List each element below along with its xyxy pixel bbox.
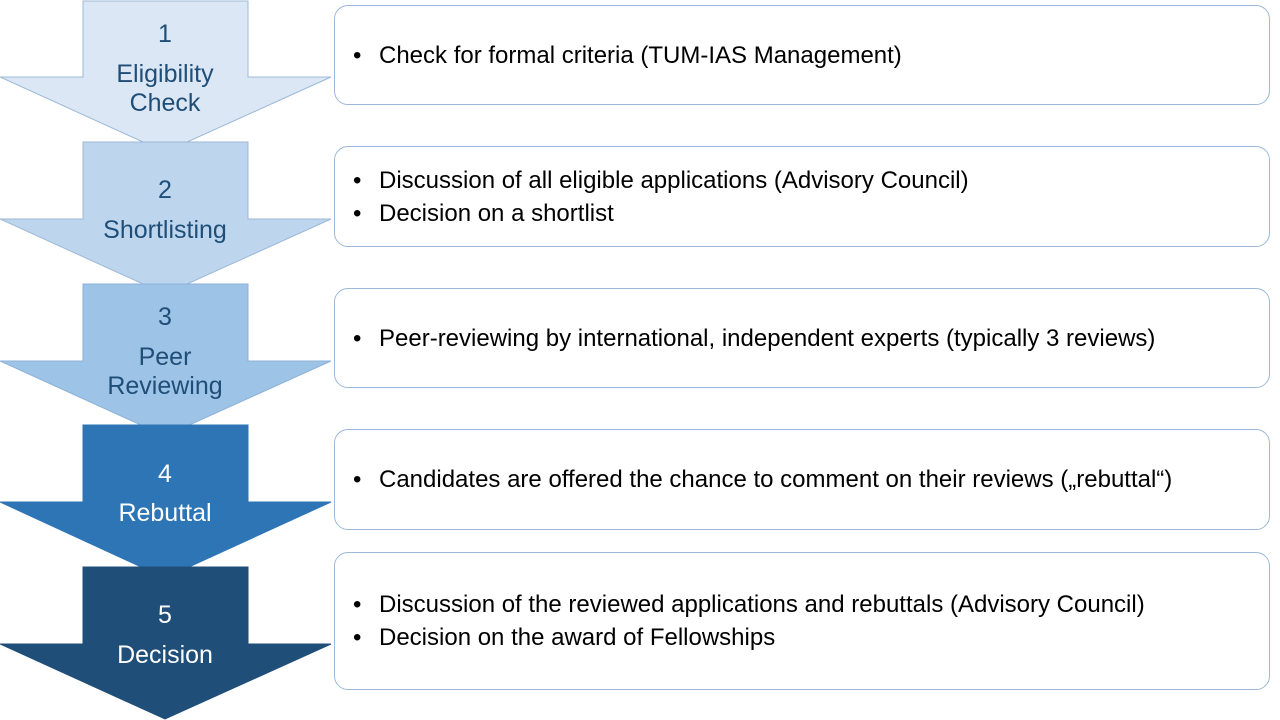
step-description-box-5: • Discussion of the reviewed applications… xyxy=(334,552,1270,690)
bullet-dot: • xyxy=(353,41,362,69)
step-number: 5 xyxy=(158,601,172,629)
bullet-dot: • xyxy=(353,624,362,651)
bullet-item: • Decision on a shortlist xyxy=(353,197,1269,230)
bullet-text: Check for formal criteria (TUM-IAS Manag… xyxy=(379,41,902,69)
step-description-box-1: • Check for formal criteria (TUM-IAS Mana… xyxy=(334,5,1270,105)
step-label: Reviewing xyxy=(107,372,222,400)
step-number: 1 xyxy=(158,20,172,48)
step-label: Shortlisting xyxy=(103,216,227,244)
bullet-item: • Candidates are offered the chance to co… xyxy=(353,463,1269,496)
step-number: 2 xyxy=(158,176,172,204)
bullet-dot: • xyxy=(353,466,362,493)
step-label: Rebuttal xyxy=(118,499,211,527)
bullet-dot: • xyxy=(353,324,362,352)
bullet-text: Decision on a shortlist xyxy=(379,199,614,227)
step-label: Check xyxy=(130,89,201,117)
bullet-text: Discussion of the reviewed applications … xyxy=(379,591,1145,618)
arrow-shape xyxy=(0,424,332,579)
bullet-item: • Discussion of the reviewed applications… xyxy=(353,588,1269,621)
step-number: 3 xyxy=(158,303,172,331)
bullet-text: Peer-reviewing by international, indepen… xyxy=(379,324,1156,352)
process-arrows: 1EligibilityCheck2Shortlisting3PeerRevie… xyxy=(0,0,332,720)
arrow-shape xyxy=(0,566,332,720)
bullet-item: • Peer-reviewing by international, indepe… xyxy=(353,322,1269,355)
bullet-item: • Decision on the award of Fellowships xyxy=(353,621,1269,654)
arrow-shape xyxy=(0,283,332,437)
step-label: Peer xyxy=(139,343,192,371)
bullet-text: Decision on the award of Fellowships xyxy=(379,624,776,651)
bullet-dot: • xyxy=(353,199,362,227)
bullet-dot: • xyxy=(353,166,362,194)
bullet-item: • Check for formal criteria (TUM-IAS Mana… xyxy=(353,39,1269,72)
bullet-dot: • xyxy=(353,591,362,618)
step-label: Eligibility xyxy=(116,60,214,88)
step-number: 4 xyxy=(158,460,172,488)
arrow-shape xyxy=(0,0,332,153)
step-description-box-4: • Candidates are offered the chance to co… xyxy=(334,429,1270,530)
step-description-box-3: • Peer-reviewing by international, indepe… xyxy=(334,288,1270,388)
bullet-item: • Discussion of all eligible applications… xyxy=(353,164,1269,197)
bullet-text: Discussion of all eligible applications … xyxy=(379,166,969,194)
arrow-shape xyxy=(0,141,332,295)
step-label: Decision xyxy=(117,641,213,669)
bullet-text: Candidates are offered the chance to com… xyxy=(379,466,1173,493)
step-description-box-2: • Discussion of all eligible applications… xyxy=(334,146,1270,247)
